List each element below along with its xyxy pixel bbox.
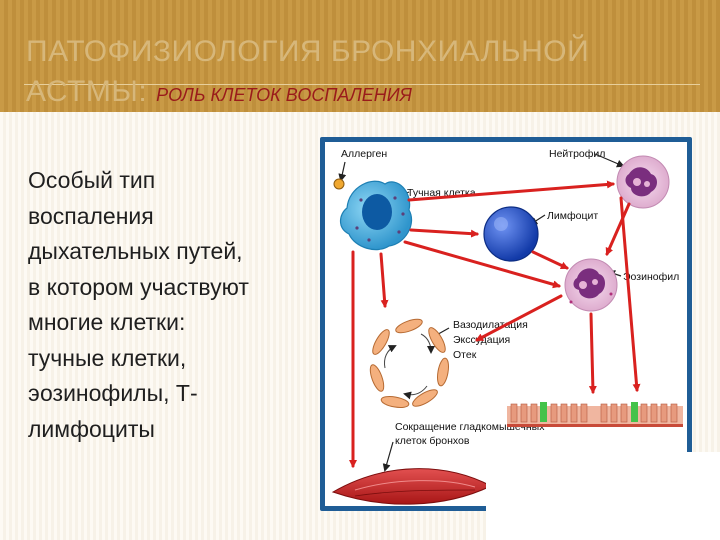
title-divider	[24, 84, 700, 85]
body-text: Особый тип воспаления дыхательных путей,…	[28, 163, 308, 447]
neutrophil-pointer	[594, 153, 625, 168]
muscle-pointer	[382, 441, 394, 472]
neutrophil-label: Нейтрофил	[549, 148, 605, 160]
body-line: воспаления	[28, 202, 154, 229]
allergen-label: Аллерген	[341, 148, 387, 160]
flow-arrows	[349, 180, 641, 468]
edema-label: Отек	[453, 349, 477, 361]
arrow-mast-to-lymphocyte	[409, 228, 479, 238]
vessel-ring-arrows	[384, 333, 435, 400]
lymphocyte-icon	[483, 206, 539, 262]
title-subtitle: РОЛЬ КЛЕТОК ВОСПАЛЕНИЯ	[156, 85, 412, 105]
allergen-particle	[333, 178, 345, 190]
body-line: тучные клетки,	[28, 344, 187, 371]
arrow-mast-to-eosinophil	[403, 240, 561, 289]
arrow-mast-to-neutrophil	[407, 180, 615, 202]
title-main-text: ПАТОФИЗИОЛОГИЯ БРОНХИАЛЬНОЙ АСТМЫ:	[26, 35, 590, 108]
body-line: дыхательных путей,	[28, 238, 243, 264]
airway-epithelium	[507, 402, 683, 427]
exudation-label: Экссудация	[453, 334, 510, 346]
smooth-muscle-label-2: клеток бронхов	[395, 435, 470, 447]
arrow-eosinophil-to-vessel	[475, 294, 563, 342]
arrow-mast-to-vessel	[379, 252, 389, 308]
lymphocyte-label: Лимфоцит	[547, 210, 598, 222]
neutrophil-icon	[616, 155, 670, 209]
arrow-neutrophil-to-eosinophil	[605, 202, 631, 256]
mast-cell-icon	[339, 180, 413, 251]
body-line: лимфоциты	[28, 415, 155, 442]
body-line: в котором участвуют	[28, 273, 249, 300]
slide-corner-panel	[486, 452, 720, 540]
inflammation-diagram: Аллерген Нейтрофил Тучная клетка Лимфоци…	[320, 137, 692, 511]
vessel-ring-icon	[369, 318, 449, 408]
body-line: эозинофилы, Т-	[28, 380, 198, 406]
smooth-muscle-icon	[331, 468, 493, 505]
arrow-neutrophil-to-epithelium	[619, 196, 641, 392]
eosinophil-icon	[564, 258, 618, 312]
allergen-pointer	[338, 161, 347, 182]
title-band	[0, 0, 720, 112]
arrow-lymphocyte-to-eosinophil	[531, 250, 569, 270]
body-line: Особый тип	[28, 167, 156, 193]
slide-title: ПАТОФИЗИОЛОГИЯ БРОНХИАЛЬНОЙ АСТМЫ: РОЛЬ …	[26, 32, 706, 115]
arrow-eosinophil-to-epithelium	[588, 312, 597, 394]
body-line: многие клетки:	[28, 309, 186, 335]
diagram-canvas: Аллерген Нейтрофил Тучная клетка Лимфоци…	[325, 142, 687, 506]
eosinophil-label: Эозинофил	[623, 271, 679, 283]
